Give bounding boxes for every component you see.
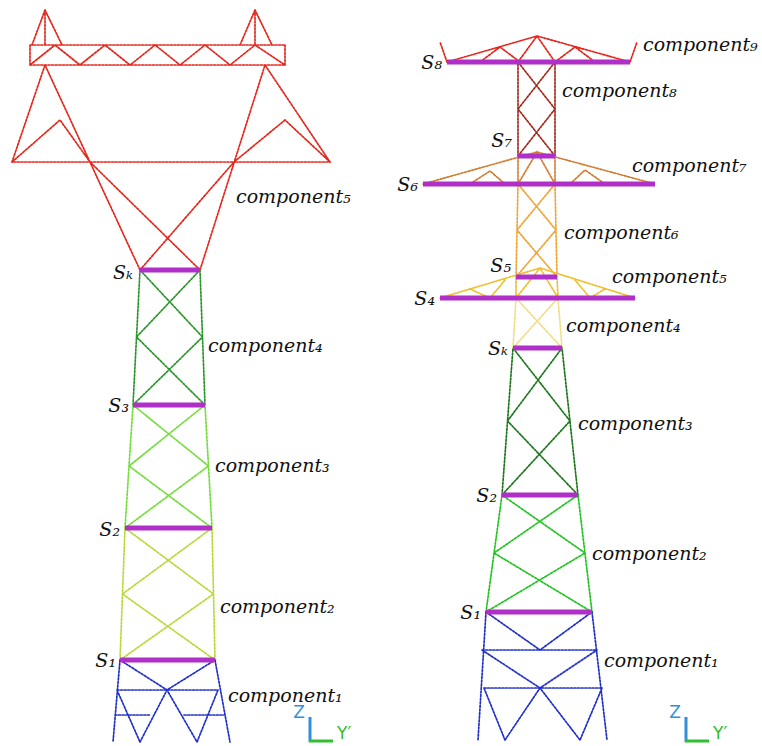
- y-axis: [309, 740, 333, 743]
- section-bar: [423, 182, 655, 187]
- right-component-2-lattice: [486, 495, 592, 612]
- z-axis: [685, 717, 688, 742]
- section-label: S₁: [95, 648, 116, 672]
- component-label: component₁: [604, 648, 719, 672]
- axis-label: Z: [669, 700, 681, 724]
- section-bar: [502, 493, 578, 498]
- right-component-7-lattice: [423, 152, 655, 184]
- section-label: S₂: [476, 483, 497, 507]
- left-tower: [12, 10, 330, 742]
- component-label: component₅: [612, 264, 727, 288]
- section-label: S₂: [99, 517, 120, 541]
- section-bar: [440, 296, 635, 301]
- section-label: S₇: [491, 128, 512, 152]
- component-label: component₄: [566, 313, 681, 337]
- section-label: S₅: [490, 253, 511, 277]
- section-label: Sₖ: [113, 260, 133, 284]
- right-component-4-lattice: [513, 298, 562, 348]
- section-bar: [486, 610, 592, 615]
- section-bar: [447, 60, 630, 65]
- section-bar: [513, 346, 562, 351]
- axis-label: Y′: [713, 721, 727, 745]
- axis-gizmo: [309, 717, 709, 742]
- section-label: S₆: [397, 172, 418, 196]
- left-component-2-lattice: [120, 528, 215, 660]
- section-label: S₈: [421, 50, 442, 74]
- component-label: component₈: [562, 78, 677, 102]
- component-label: component₄: [208, 333, 323, 357]
- component-label: component₂: [592, 541, 707, 565]
- section-bar: [516, 275, 557, 280]
- left-component-1-lattice: [113, 660, 230, 742]
- right-component-6-lattice: [516, 184, 557, 277]
- right-component-3-lattice: [502, 348, 578, 495]
- component-label: component₆: [564, 220, 679, 244]
- y-axis: [685, 740, 709, 743]
- left-component-4-lattice: [133, 270, 205, 405]
- right-component-9-lattice: [440, 36, 637, 62]
- component-label: component₉: [643, 32, 758, 56]
- axis-label: Z: [293, 700, 305, 724]
- right-component-8-lattice: [518, 62, 555, 156]
- section-bar: [133, 403, 205, 408]
- section-bar: [518, 154, 555, 159]
- z-axis: [309, 717, 312, 742]
- right-tower: [423, 36, 655, 740]
- axis-label: Y′: [337, 721, 351, 745]
- left-component-5-lattice: [12, 10, 330, 270]
- section-label: S₄: [414, 286, 435, 310]
- section-bar: [120, 658, 215, 663]
- section-bar: [125, 526, 212, 531]
- section-label: S₃: [108, 393, 129, 417]
- component-label: component₃: [215, 453, 330, 477]
- section-bar: [140, 268, 200, 273]
- section-label: S₁: [460, 600, 481, 624]
- component-label: component₅: [236, 184, 351, 208]
- component-label: component₂: [220, 594, 335, 618]
- component-label: component₁: [228, 683, 343, 707]
- right-component-1-lattice: [478, 612, 607, 740]
- component-label: component₃: [578, 411, 693, 435]
- left-component-3-lattice: [125, 405, 212, 528]
- component-label: component₇: [632, 153, 747, 177]
- section-label: Sₖ: [488, 336, 508, 360]
- right-component-5-lattice: [440, 268, 635, 298]
